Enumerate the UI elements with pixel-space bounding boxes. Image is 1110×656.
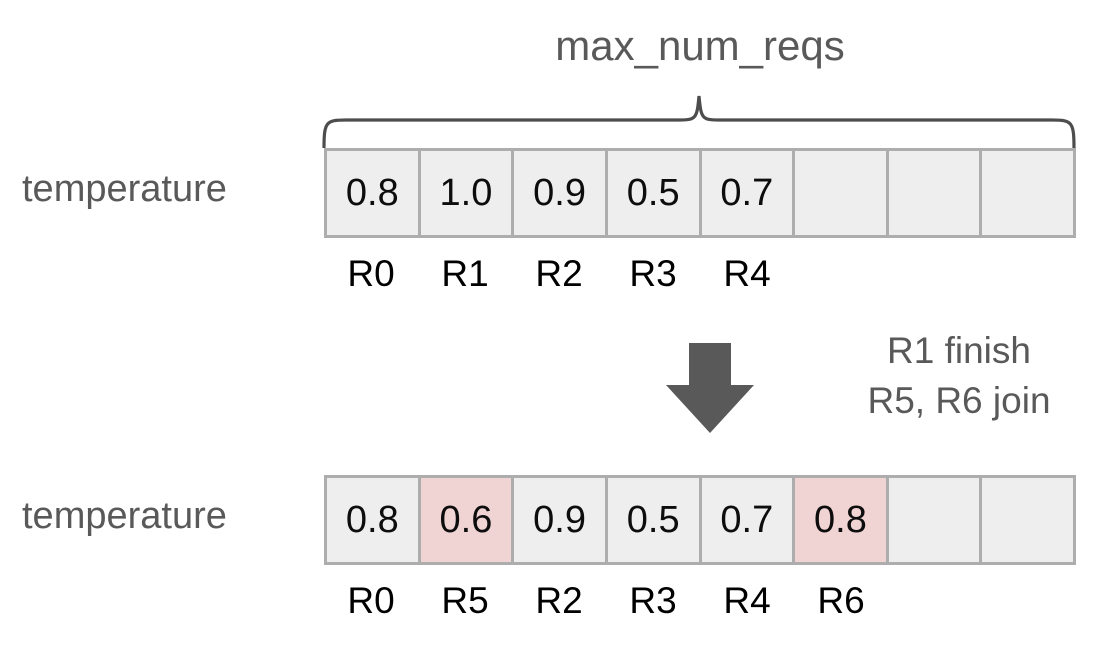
transition-note: R1 finish R5, R6 join [820,326,1098,425]
transition-note-line-2: R5, R6 join [867,379,1051,421]
temperature-array-before: 0.8 1.0 0.9 0.5 0.7 [324,148,1076,238]
array-cell: 0.7 [701,478,796,562]
array-cell: 0.8 [327,151,421,235]
row-label-temperature-before: temperature [22,168,227,210]
array-cell-empty [982,151,1073,235]
request-id-label: R6 [817,580,865,621]
array-cell: 0.7 [701,151,796,235]
down-arrow-icon [663,341,757,435]
brace-label: max_num_reqs [555,22,845,69]
request-id-label-empty [982,582,1076,619]
row-label-temperature-after: temperature [22,495,227,537]
array-cell: 0.5 [607,151,702,235]
request-id-label: R5 [441,580,489,621]
request-id-label: R4 [723,253,771,294]
array-cell: 1.0 [420,151,515,235]
array-cell-empty [982,478,1073,562]
array-cell-highlighted: 0.6 [420,478,515,562]
request-id-label: R2 [535,580,583,621]
array-cell-empty [888,478,983,562]
array-cell-empty [795,151,889,235]
transition-note-line-1: R1 finish [887,330,1031,371]
request-id-labels-before: R0 R1 R2 R3 R4 [324,255,1076,292]
array-cell-empty [888,151,983,235]
array-cell: 0.9 [514,478,608,562]
request-id-label: R3 [629,580,677,621]
curly-brace-icon [318,92,1080,148]
array-cell: 0.5 [607,478,702,562]
request-id-label-empty [982,255,1076,292]
request-id-label-empty [888,255,982,292]
request-id-label: R2 [535,253,583,294]
array-cell-highlighted: 0.8 [795,478,889,562]
request-id-label-empty [888,582,982,619]
array-cell: 0.8 [327,478,421,562]
request-id-labels-after: R0 R5 R2 R3 R4 R6 [324,582,1076,619]
request-id-label: R3 [629,253,677,294]
array-cell: 0.9 [514,151,608,235]
request-id-label: R1 [441,253,489,294]
request-id-label-empty [794,255,888,292]
request-id-label: R4 [723,580,771,621]
request-id-label: R0 [347,253,395,294]
temperature-array-after: 0.8 0.6 0.9 0.5 0.7 0.8 [324,475,1076,565]
request-id-label: R0 [347,580,395,621]
